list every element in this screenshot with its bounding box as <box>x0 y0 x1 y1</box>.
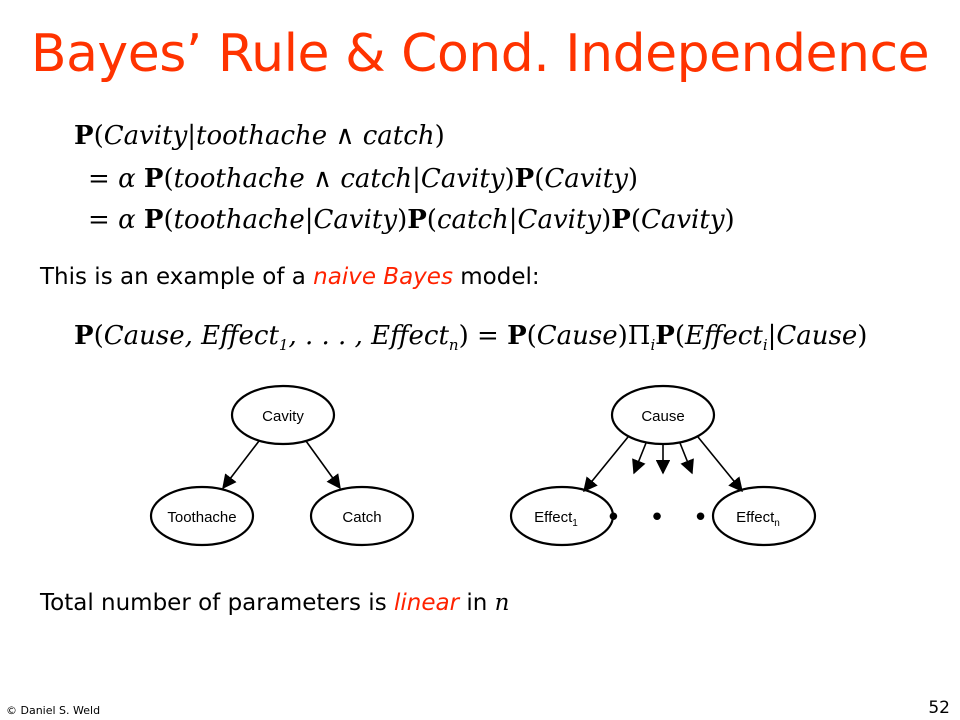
naive-bayes-equation: P(Cause, Effect1, . . . , Effectn) = P(C… <box>74 321 868 355</box>
equation-line-2: = α P(toothache ∧ catch|Cavity)P(Cavity) <box>88 164 639 194</box>
node-catch <box>309 485 415 547</box>
edge-cause-effect-n <box>697 436 743 493</box>
effects-ellipsis: • • • <box>606 503 719 533</box>
diagram-cause: Cause Effect1 Effectn • • • <box>509 384 817 547</box>
node-toothache <box>149 485 255 547</box>
slide-title: Bayes’ Rule & Cond. Independence <box>30 24 930 84</box>
node-effect-n <box>711 485 817 547</box>
edge-cause-effect-2 <box>632 442 647 475</box>
page-number: 52 <box>928 698 950 718</box>
node-effect-n-label: Effectn <box>736 509 780 529</box>
node-toothache-label: Toothache <box>167 509 236 526</box>
linear-highlight: linear <box>393 590 460 616</box>
equation-line-1: P(Cavity|toothache ∧ catch) <box>74 121 445 151</box>
diagram-cavity: Cavity Toothache Catch <box>149 384 415 547</box>
edge-cavity-catch <box>305 440 341 490</box>
node-catch-label: Catch <box>342 509 381 526</box>
equation-line-3: = α P(toothache|Cavity)P(catch|Cavity)P(… <box>88 205 735 235</box>
node-cavity-label: Cavity <box>262 408 304 425</box>
node-effect-n-sub: n <box>774 518 780 529</box>
node-cavity <box>230 384 336 446</box>
parameters-sentence: Total number of parameters is linear in … <box>40 590 510 616</box>
node-effect-1-sub: 1 <box>572 518 578 529</box>
node-effect-1-label: Effect1 <box>534 509 578 529</box>
edge-cavity-toothache <box>222 440 260 490</box>
edge-cause-effect-4 <box>679 442 694 475</box>
node-effect-1 <box>509 485 615 547</box>
edge-cause-effect-1 <box>583 436 629 493</box>
naive-bayes-sentence: This is an example of a naive Bayes mode… <box>40 264 540 290</box>
footer-copyright: © Daniel S. Weld <box>6 704 101 717</box>
node-cause-label: Cause <box>641 408 684 425</box>
naive-bayes-highlight: naive Bayes <box>313 264 453 290</box>
variable-n: n <box>494 590 510 616</box>
